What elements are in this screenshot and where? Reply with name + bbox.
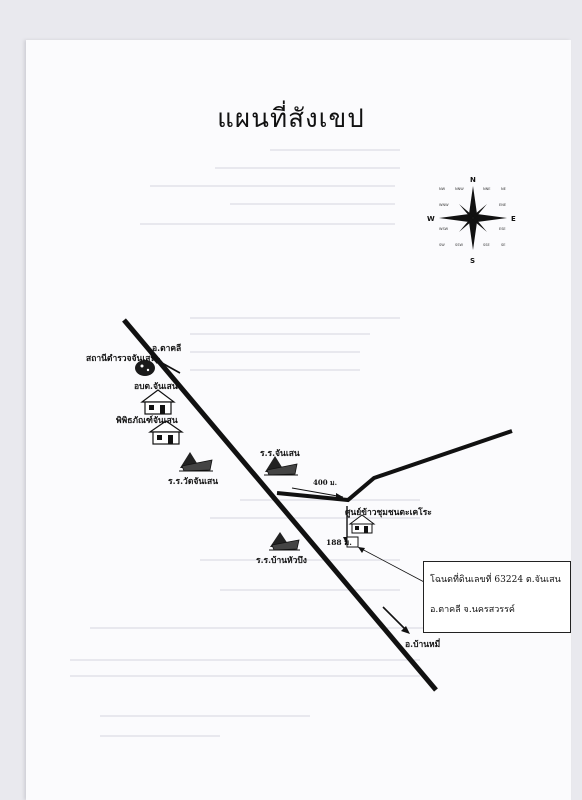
obt-house-icon: [140, 389, 176, 415]
deed-location-text: อ.ตาคลี จ.นครสวรรค์: [430, 605, 515, 615]
svg-text:SW: SW: [439, 243, 445, 247]
police-station-icon: [135, 360, 155, 376]
banmi-direction-arrow: [382, 606, 408, 632]
museum-label: พิพิธภัณฑ์จันเสน: [116, 416, 178, 426]
svg-text:ESE: ESE: [499, 227, 506, 231]
huaphueng-school-icon: [269, 532, 300, 551]
compass-s: S: [470, 257, 475, 265]
map-title: แผนที่สังเขป: [217, 104, 365, 134]
rice-center-house-icon: [348, 514, 376, 534]
paper-sheet: [26, 40, 571, 800]
svg-text:ENE: ENE: [499, 203, 506, 207]
svg-text:NW: NW: [439, 187, 446, 191]
main-road: [122, 318, 438, 692]
police-station-label: สถานีตำรวจจันเสน: [86, 354, 157, 364]
svg-text:SE: SE: [501, 243, 505, 247]
svg-text:NNW: NNW: [455, 187, 464, 191]
distance-188-label: 188 ม.: [326, 538, 352, 547]
svg-text:NNE: NNE: [483, 187, 490, 191]
svg-text:WSW: WSW: [439, 227, 449, 231]
svg-text:WNW: WNW: [439, 203, 449, 207]
distance-400-arrow: [291, 487, 344, 498]
svg-text:NE: NE: [501, 187, 506, 191]
museum-house-icon: [148, 420, 184, 445]
compass-w: W: [427, 215, 435, 223]
deed-number-text: โฉนดที่ดินเลขที่ 63224 ต.จันเสน: [430, 575, 561, 585]
takhli-direction-label: อ.ตาคลี: [152, 344, 182, 354]
svg-text:SSE: SSE: [483, 243, 490, 247]
land-deed-infobox: โฉนดที่ดินเลขที่ 63224 ต.จันเสน อ.ตาคลี …: [423, 561, 571, 633]
svg-text:SSW: SSW: [455, 243, 463, 247]
compass-e: E: [511, 215, 516, 223]
compass-rose-icon: N S E W NW NNW NNE NE WNW ENE WSW ESE SW…: [427, 176, 516, 265]
wat-school-label: ร.ร.วัดจันเสน: [168, 477, 219, 487]
chansen-school-label: ร.ร.จันเสน: [260, 449, 300, 459]
chansen-school-icon: [264, 456, 298, 476]
leader-line: [357, 546, 427, 584]
rice-center-label: ศูนย์ข้าวชุมชนตะเคโระ: [345, 508, 432, 518]
huaphueng-school-label: ร.ร.บ้านหัวบึง: [256, 556, 307, 566]
obt-label: อบต.จันเสน: [134, 382, 178, 392]
distance-400-label: 400 ม.: [313, 478, 338, 487]
land-plot-icon: [346, 536, 359, 548]
wat-school-icon: [179, 452, 213, 472]
side-road: [276, 429, 513, 503]
compass-n: N: [470, 176, 476, 184]
banmi-direction-label: อ.บ้านหมี่: [405, 640, 441, 650]
